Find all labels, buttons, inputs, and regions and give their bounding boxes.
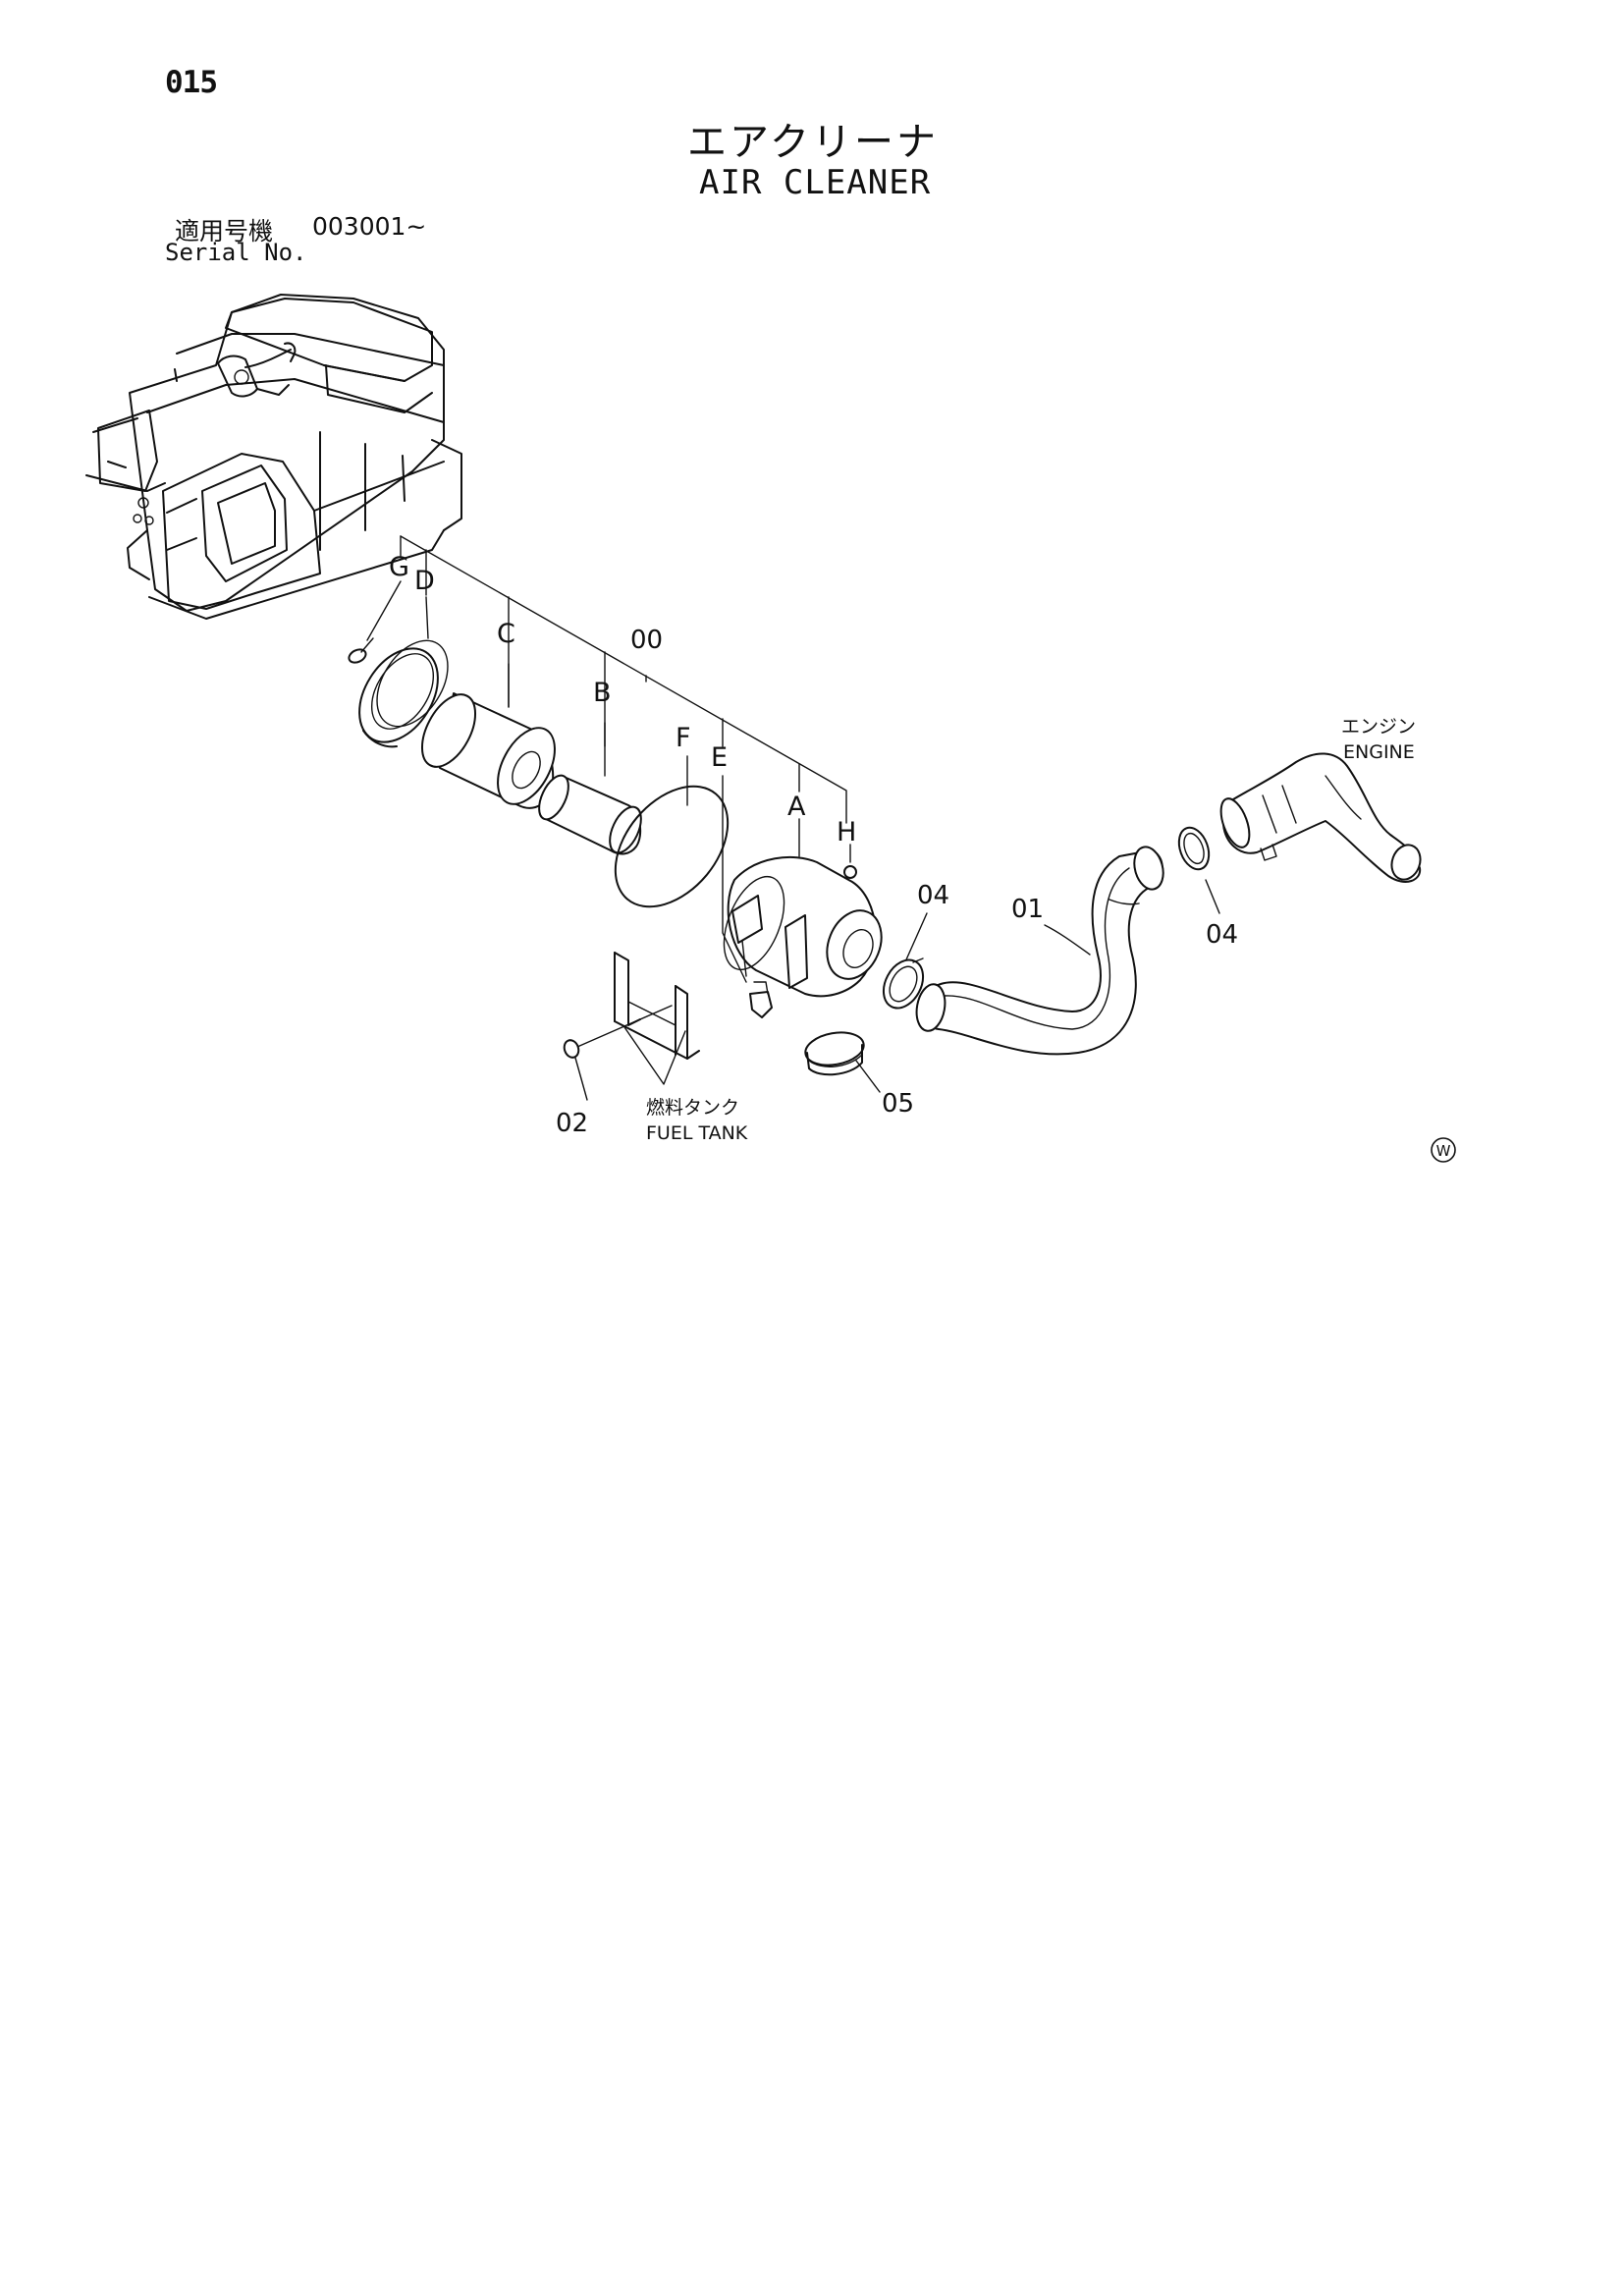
title-english: AIR CLEANER — [699, 163, 932, 202]
title-japanese: エアクリーナ — [687, 120, 939, 165]
callout-gasket: F — [676, 723, 691, 753]
cover-ring-part — [358, 639, 449, 748]
callout-clamp-outlet: 04 — [917, 881, 949, 910]
page-number: 015 — [165, 65, 218, 100]
callout-pin: G — [389, 552, 409, 582]
callout-valve: E — [711, 742, 728, 773]
callout-housing: A — [787, 792, 806, 822]
callout-bolt: 02 — [556, 1109, 588, 1138]
engine-intake-reference — [1219, 752, 1422, 883]
machine-overview-illustration — [85, 294, 462, 620]
gasket-part — [614, 785, 730, 908]
serial-label-japanese: 適用号機 — [175, 217, 274, 246]
air-cleaner-housing-part — [723, 855, 883, 1018]
inner-filter-element-part — [538, 774, 642, 855]
fuel-tank-label-english: FUEL TANK — [646, 1122, 748, 1144]
circled-w-mark: W — [1431, 1137, 1456, 1163]
callout-outer-element: C — [497, 619, 515, 649]
outlet-hose-clamp-part — [882, 957, 925, 1010]
external-labels: エンジン ENGINE 燃料タンク FUEL TANK — [646, 716, 1416, 1144]
mark-letter: W — [1436, 1142, 1451, 1160]
bolt-part — [563, 1005, 673, 1059]
callout-band: 05 — [882, 1089, 914, 1119]
callout-clamp-engine: 04 — [1206, 920, 1238, 950]
band-part — [804, 1031, 865, 1076]
serial-number-value: 003001~ — [312, 212, 427, 241]
callout-plug: H — [837, 817, 856, 847]
engine-hose-clamp-part — [1177, 826, 1211, 871]
callout-cover: D — [414, 566, 435, 596]
callout-inner-element: B — [593, 678, 612, 708]
callout-leader-lines — [366, 535, 1220, 1101]
callout-assembly: 00 — [630, 626, 663, 655]
callout-hose: 01 — [1011, 895, 1044, 924]
serial-label-english: Serial No. — [165, 239, 307, 266]
engine-label-english: ENGINE — [1343, 741, 1415, 763]
callout-labels: G D C 00 B F E A H 04 01 04 05 02 — [389, 552, 1238, 1138]
engine-label-japanese: エンジン — [1341, 716, 1416, 738]
fuel-tank-bracket — [614, 952, 700, 1060]
intake-hose-part — [915, 846, 1164, 1056]
fuel-tank-label-japanese: 燃料タンク — [646, 1097, 739, 1119]
pin-part — [348, 637, 374, 664]
outer-filter-element-part — [420, 692, 556, 809]
